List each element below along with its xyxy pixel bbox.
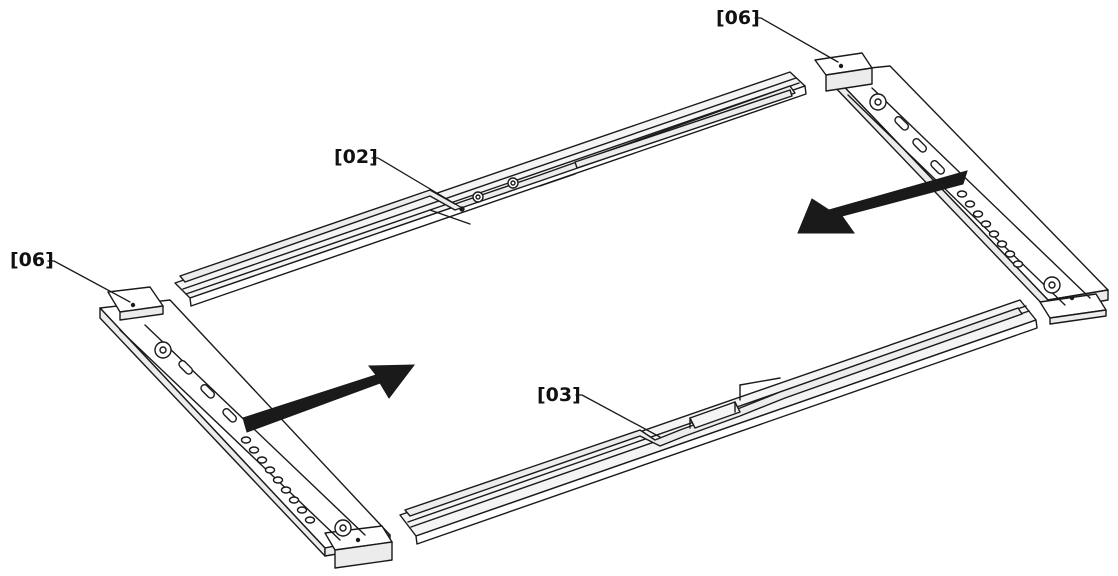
motion-arrow-left-icon: [797, 170, 968, 234]
leader-line-03: [575, 394, 661, 438]
callout-label-02: [02]: [334, 146, 378, 168]
motion-arrow-right-icon: [242, 364, 416, 433]
callout-label-06-left: [06]: [10, 249, 54, 271]
top-rail-02: [174, 71, 807, 307]
right-bracket-06: [814, 52, 1109, 325]
leader-line-06-right: [754, 17, 839, 63]
bottom-rail-03: [399, 299, 1038, 545]
leader-line-06-left: [47, 260, 131, 303]
callout-label-06-right: [06]: [716, 7, 760, 29]
callout-label-03: [03]: [537, 384, 581, 406]
leader-line-02: [371, 157, 463, 209]
